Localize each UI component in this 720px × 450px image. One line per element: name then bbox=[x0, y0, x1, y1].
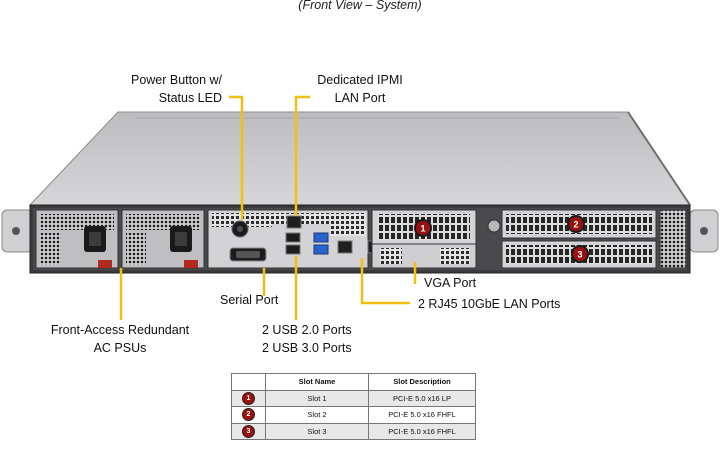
table-cell-badge: 1 bbox=[231, 389, 266, 407]
thumbscrew[interactable] bbox=[487, 219, 501, 233]
ipmi-label: Dedicated IPMI LAN Port bbox=[310, 71, 410, 107]
rack-ear-right bbox=[689, 209, 719, 253]
slot-badge: 2 bbox=[242, 408, 255, 422]
vga-label: VGA Port bbox=[424, 276, 477, 290]
power-button-label: Power Button w/ Status LED bbox=[131, 71, 222, 107]
table-cell-name: Slot 1 bbox=[265, 389, 369, 407]
usb-label: 2 USB 2.0 Ports 2 USB 3.0 Ports bbox=[262, 321, 352, 357]
table-cell-desc: PCI-E 5.0 x16 FHFL bbox=[368, 406, 476, 424]
table-row: 2 Slot 2 PCI-E 5.0 x16 FHFL bbox=[231, 406, 476, 424]
slot-table-header-badge bbox=[231, 373, 266, 391]
lan-port-1[interactable] bbox=[337, 240, 353, 254]
callout-line-power bbox=[229, 95, 244, 220]
table-row: 3 Slot 3 PCI-E 5.0 x16 FHFL bbox=[231, 422, 476, 440]
callout-line-lan bbox=[360, 258, 410, 305]
usb3-port-1[interactable] bbox=[313, 232, 329, 243]
callout-line-ipmi bbox=[294, 95, 310, 216]
table-cell-badge: 3 bbox=[231, 422, 266, 440]
usb3-port-2[interactable] bbox=[313, 244, 329, 255]
table-cell-badge: 2 bbox=[231, 406, 266, 424]
ipmi-lan-port[interactable] bbox=[286, 215, 302, 229]
table-cell-name: Slot 3 bbox=[265, 422, 369, 440]
usb2-port-2[interactable] bbox=[285, 244, 301, 255]
slot-table: Slot Name Slot Description 1 Slot 1 PCI-… bbox=[231, 373, 476, 440]
rack-ear-left bbox=[1, 209, 33, 253]
slot-marker-2-text: 2 bbox=[573, 220, 578, 230]
power-button-label-line-2: Status LED bbox=[158, 91, 222, 105]
usb2-port-1[interactable] bbox=[285, 232, 301, 243]
lan-label: 2 RJ45 10GbE LAN Ports bbox=[418, 297, 561, 311]
slot-table-header-desc: Slot Description bbox=[368, 373, 476, 391]
psu-label-line-1: Front-Access Redundant bbox=[50, 323, 190, 337]
figure-caption: (Front View – System) bbox=[298, 0, 422, 12]
lower-vent-right bbox=[440, 248, 470, 264]
slot-marker-3-text: 3 bbox=[577, 250, 582, 260]
slot-table-header: Slot Name Slot Description bbox=[231, 373, 476, 391]
slot-badge: 1 bbox=[242, 391, 255, 405]
psu-1 bbox=[35, 209, 119, 269]
serial-port[interactable] bbox=[229, 247, 267, 262]
slot-table-header-name: Slot Name bbox=[265, 373, 369, 391]
slot-marker-1-text: 1 bbox=[420, 224, 425, 234]
power-button-label-line-1: Power Button w/ bbox=[130, 73, 222, 87]
table-cell-desc: PCI-E 5.0 x16 LP bbox=[368, 389, 476, 407]
slot-badge: 3 bbox=[242, 424, 255, 438]
side-vent bbox=[659, 209, 687, 269]
ipmi-label-line-2: LAN Port bbox=[334, 91, 386, 105]
table-row: 1 Slot 1 PCI-E 5.0 x16 LP bbox=[231, 389, 476, 407]
usb-label-line-1: 2 USB 2.0 Ports bbox=[262, 323, 352, 337]
chassis-top bbox=[28, 111, 691, 206]
slot-marker-3: 3 bbox=[571, 245, 589, 263]
psu-label: Front-Access Redundant AC PSUs bbox=[40, 321, 200, 357]
serial-label: Serial Port bbox=[220, 293, 279, 307]
usb-label-line-2: 2 USB 3.0 Ports bbox=[262, 341, 352, 355]
psu-2 bbox=[121, 209, 205, 269]
slot-marker-2: 2 bbox=[567, 215, 585, 233]
ipmi-label-line-1: Dedicated IPMI bbox=[317, 73, 403, 87]
callout-lines bbox=[119, 95, 417, 320]
psu-label-line-2: AC PSUs bbox=[93, 341, 147, 355]
table-cell-name: Slot 2 bbox=[265, 406, 369, 424]
status-led bbox=[237, 226, 243, 232]
slot-marker-1: 1 bbox=[414, 219, 432, 237]
table-cell-desc: PCI-E 5.0 x16 FHFL bbox=[368, 422, 476, 440]
lower-vent bbox=[380, 248, 402, 264]
